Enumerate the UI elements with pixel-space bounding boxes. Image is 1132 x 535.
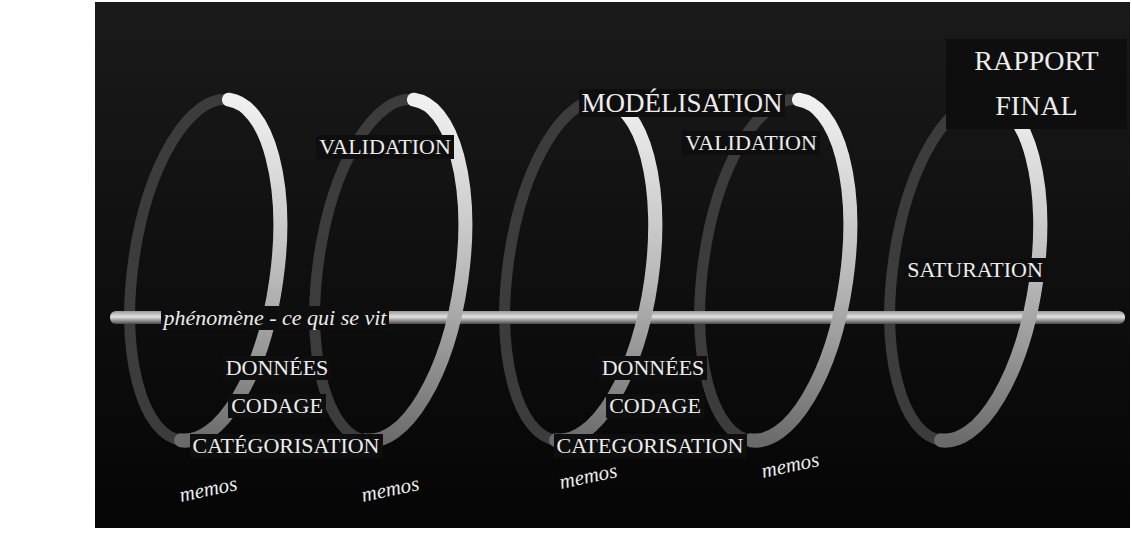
step-label: DONNÉES [223, 356, 332, 379]
dark-panel [95, 2, 1130, 528]
step-label: CATEGORISATION [554, 434, 747, 457]
ring-front-arcs [181, 100, 1060, 451]
ring-back [485, 90, 604, 441]
axis-label: phénomène - ce qui se vit [161, 306, 390, 329]
stage-title: MODÉLISATION [579, 89, 786, 117]
step-label: CATÉGORISATION [190, 434, 383, 457]
stage-title: RAPPORT FINAL [946, 39, 1127, 129]
stage-label: VALIDATION [682, 131, 820, 154]
step-label: CODAGE [228, 394, 326, 417]
ring-back [110, 90, 229, 441]
stage-label: SATURATION [904, 258, 1046, 281]
step-label: CODAGE [606, 394, 704, 417]
stage-label: VALIDATION [316, 135, 454, 158]
step-label: DONNÉES [599, 356, 708, 379]
